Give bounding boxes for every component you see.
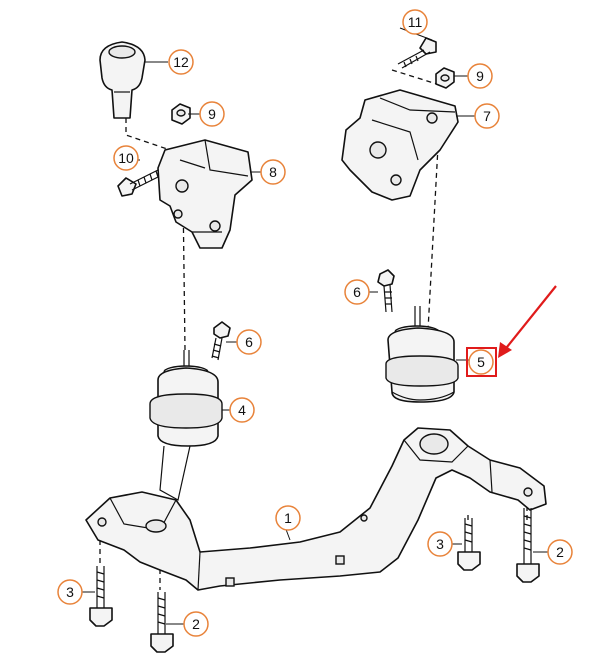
part-3-bolt-right [457, 518, 481, 571]
svg-text:1: 1 [284, 510, 292, 526]
callout-6-left: 6 [236, 329, 262, 355]
callout-1: 1 [275, 505, 301, 531]
part-9-nut-left [171, 103, 191, 125]
part-11-bolt [397, 37, 437, 69]
svg-text:6: 6 [245, 334, 253, 350]
red-arrow-pointer [498, 285, 557, 358]
part-7-bracket-left [157, 139, 253, 249]
part-3-bolt-left [89, 566, 113, 627]
part-12-cap [99, 41, 146, 119]
part-8-bracket-right [341, 89, 459, 201]
callout-3-left: 3 [57, 579, 83, 605]
callout-3-right: 3 [427, 531, 453, 557]
part-10-bolt [117, 169, 161, 197]
svg-text:9: 9 [208, 106, 216, 122]
part-6-bolt-left [211, 321, 231, 361]
svg-text:7: 7 [483, 108, 491, 124]
callout-7: 8 [260, 159, 286, 185]
highlight-box [466, 347, 497, 377]
callout-5-highlighted: 5 [466, 347, 497, 377]
callout-4: 4 [229, 397, 255, 423]
callout-2-right: 2 [547, 539, 573, 565]
callout-6-right: 6 [344, 279, 370, 305]
svg-text:10: 10 [118, 150, 134, 166]
callout-9-right: 9 [467, 63, 493, 89]
part-4-engine-mount-left [149, 350, 223, 501]
svg-text:6: 6 [353, 284, 361, 300]
part-9-nut-right [435, 67, 455, 89]
part-1-subframe [85, 427, 547, 591]
callouts: 12 9 10 8 11 9 7 6 [57, 9, 573, 637]
part-2-bolt-right [516, 508, 540, 583]
callout-8: 7 [474, 103, 500, 129]
callout-9-left: 9 [199, 101, 225, 127]
svg-text:2: 2 [556, 544, 564, 560]
svg-text:2: 2 [192, 616, 200, 632]
svg-text:3: 3 [436, 536, 444, 552]
svg-text:3: 3 [66, 584, 74, 600]
callout-11: 11 [402, 9, 428, 35]
svg-text:8: 8 [269, 164, 277, 180]
callout-12: 12 [168, 49, 194, 75]
svg-text:11: 11 [408, 14, 423, 30]
part-2-bolt-left [150, 592, 174, 653]
part-5-engine-mount-right [385, 306, 459, 403]
svg-text:5: 5 [477, 354, 485, 370]
svg-text:4: 4 [238, 402, 246, 418]
part-6-bolt-right [377, 269, 395, 313]
callout-2-left: 2 [183, 611, 209, 637]
svg-text:9: 9 [476, 68, 484, 84]
callout-10: 10 [113, 145, 139, 171]
svg-text:12: 12 [173, 54, 189, 70]
